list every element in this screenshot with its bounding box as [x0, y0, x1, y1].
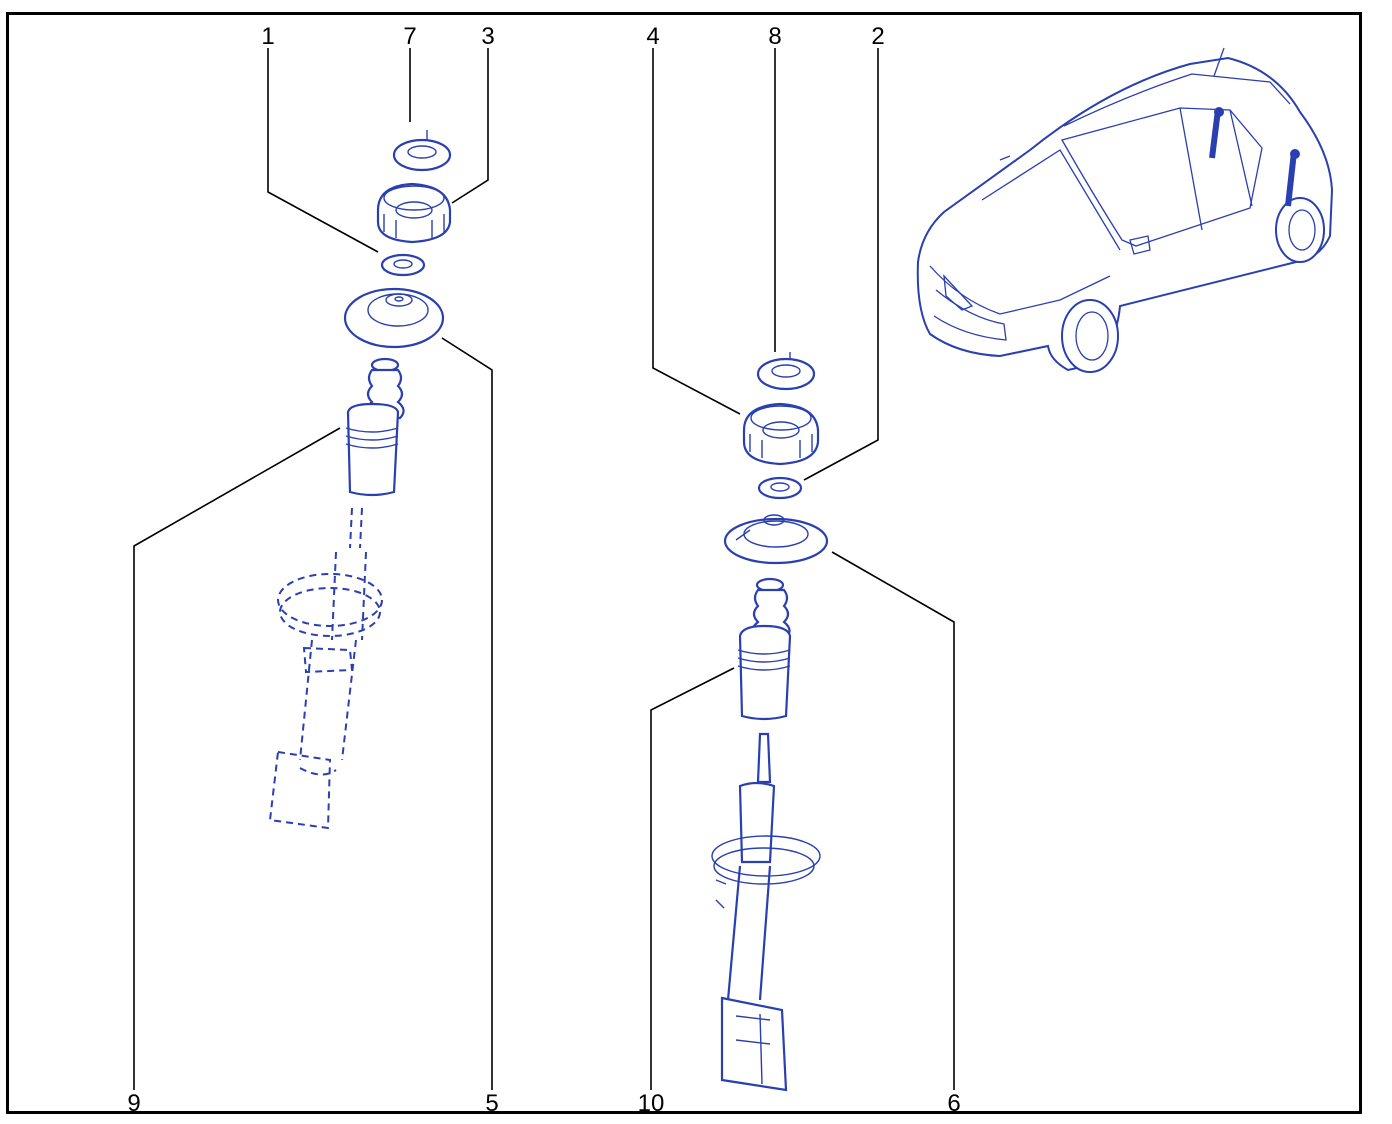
callout-4: 4	[646, 23, 659, 50]
callout-5: 5	[485, 1090, 498, 1117]
part-8-cup-washer	[756, 352, 816, 391]
part-5-spring-seat	[343, 287, 445, 349]
part-10-bump-stop-boot	[737, 577, 792, 721]
callout-labels: 1 7 3 4 8 2 9 5 10 6	[127, 23, 960, 1117]
part-4-upper-mount	[742, 402, 820, 466]
left-strut-assembly	[268, 130, 452, 830]
callout-2: 2	[871, 23, 884, 50]
callout-7: 7	[403, 23, 416, 50]
callout-10: 10	[638, 1090, 665, 1117]
part-1-washer	[380, 253, 426, 277]
left-strut-body	[268, 507, 383, 830]
part-9-bump-stop-boot	[345, 357, 405, 497]
callout-3: 3	[481, 23, 494, 50]
part-3-upper-mount	[376, 182, 452, 244]
callout-8: 8	[768, 23, 781, 50]
right-strut-body	[711, 732, 821, 1092]
right-strut-assembly	[711, 352, 829, 1092]
front-strut-marker	[1209, 109, 1221, 159]
part-6-spring-seat	[723, 514, 829, 565]
callout-6: 6	[947, 1090, 960, 1117]
car-locator-illustration	[916, 47, 1334, 373]
part-7-cup-washer	[392, 130, 452, 172]
callout-1: 1	[261, 23, 274, 50]
leader-lines	[133, 48, 955, 1090]
callout-9: 9	[127, 1090, 140, 1117]
rear-strut-marker	[1285, 151, 1297, 207]
part-2-washer	[757, 476, 803, 500]
